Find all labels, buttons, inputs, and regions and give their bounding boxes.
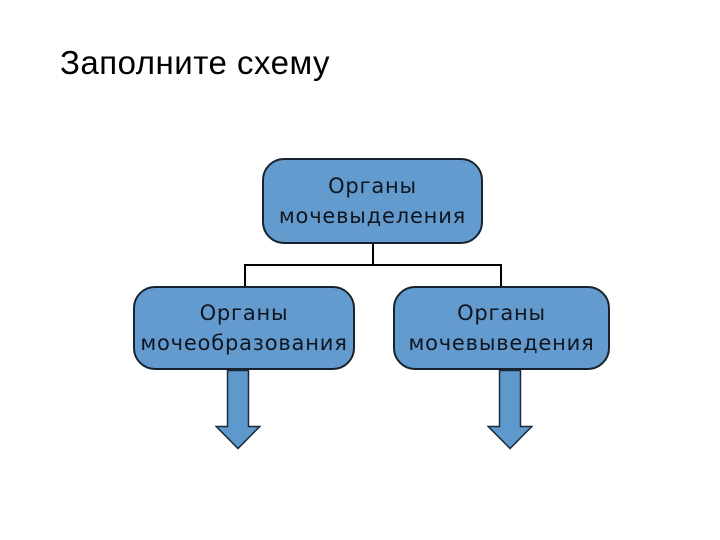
slide-title: Заполните схему (60, 44, 331, 81)
node-organy-mocheobrazovaniya[interactable]: Органы мочеобразования (133, 286, 355, 370)
connector-root-stem (372, 243, 374, 265)
right-down-arrow-shape (487, 370, 533, 450)
node-organy-mochevyvedeniya[interactable]: Органы мочевыведения (393, 286, 610, 370)
right-down-arrow-icon (487, 370, 533, 450)
left-down-arrow-shape (215, 370, 261, 450)
node-right-line1: Органы (457, 301, 546, 325)
connector-horizontal (244, 264, 502, 266)
connector-left-stem (244, 265, 246, 286)
connector-right-stem (500, 265, 502, 286)
node-left-line2: мочеобразования (140, 331, 348, 355)
node-organy-mochevydeleniya[interactable]: Органы мочевыделения (262, 158, 483, 244)
node-left-line1: Органы (199, 301, 289, 325)
node-right-line2: мочевыведения (408, 331, 595, 355)
node-root-line2: мочевыделения (278, 204, 467, 228)
node-root-line1: Органы (328, 174, 417, 198)
left-down-arrow-icon (215, 370, 261, 450)
